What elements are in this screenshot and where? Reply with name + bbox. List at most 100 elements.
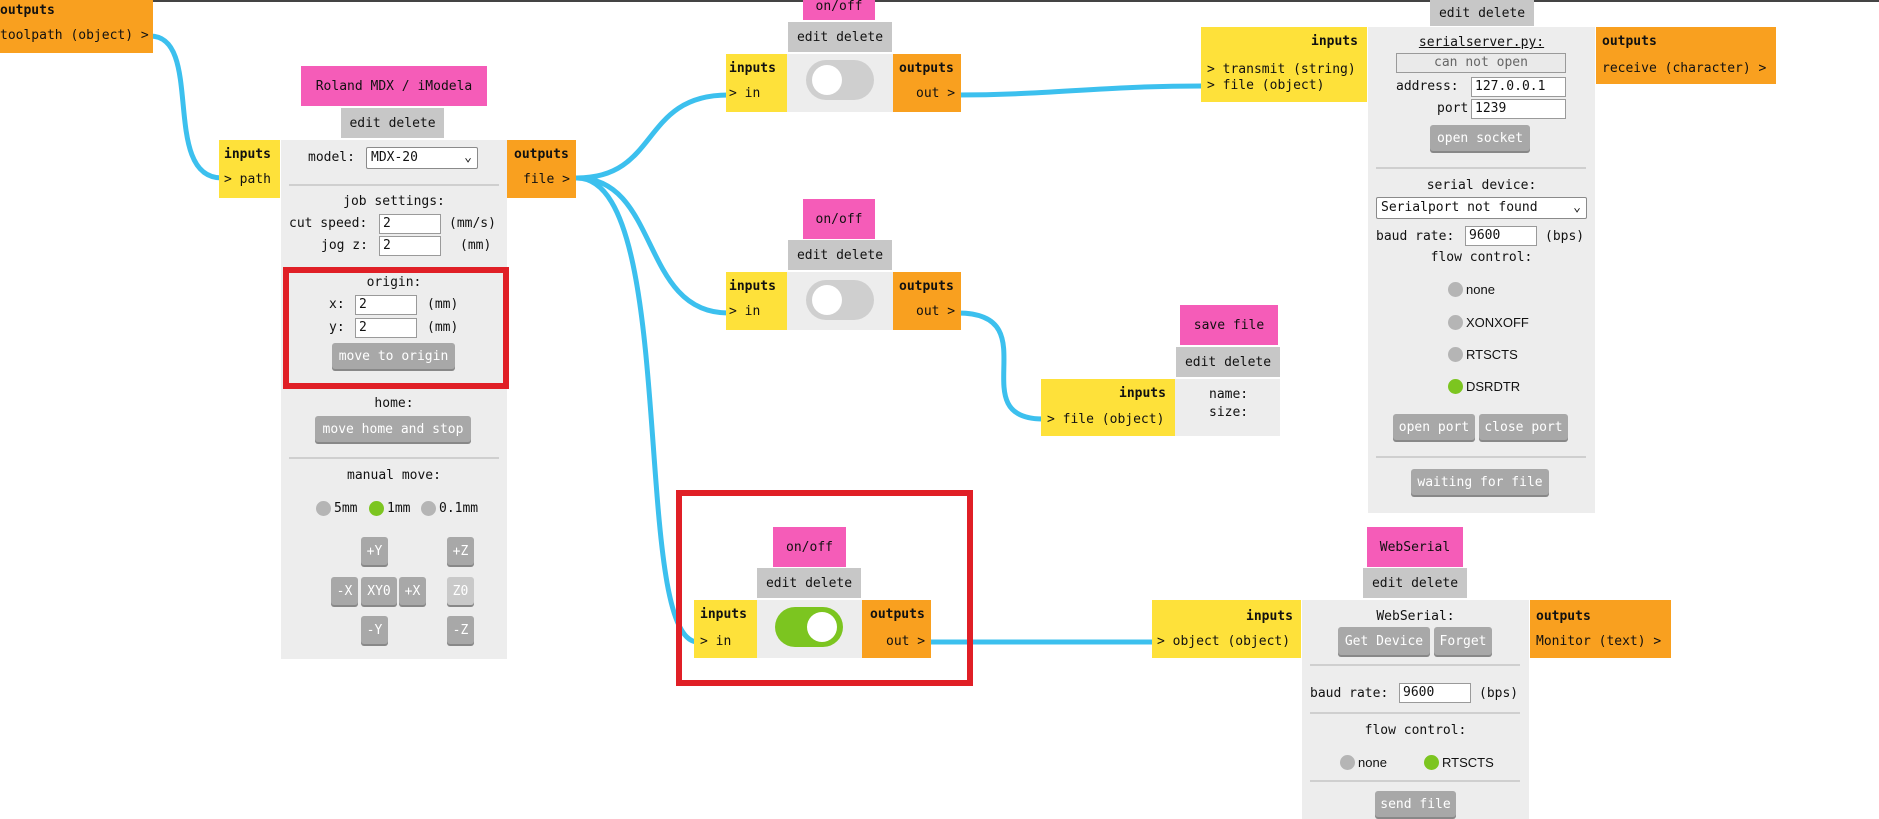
save-file-input-file[interactable]: > file (object) [1047, 412, 1165, 427]
step-01mm-radio[interactable] [421, 501, 436, 516]
baud-rate-input[interactable]: 9600 [1465, 226, 1537, 246]
serial-device-heading: serial device: [1426, 178, 1537, 193]
webserial-flow-none-radio[interactable] [1340, 755, 1355, 770]
port-input[interactable]: 1239 [1471, 99, 1566, 119]
toolpath-output-port[interactable]: toolpath (object) > [0, 28, 149, 43]
get-device-button[interactable]: Get Device [1338, 627, 1430, 655]
jog-z-unit: (mm) [460, 238, 492, 253]
roland-edit-delete[interactable]: edit delete [341, 108, 444, 138]
origin-heading: origin: [366, 275, 422, 290]
switch2-title[interactable]: on/off [803, 199, 875, 239]
serialserver-input-file[interactable]: > file (object) [1207, 78, 1325, 93]
serialserver-edit-delete[interactable]: edit delete [1430, 0, 1534, 26]
webserial-baud-label: baud rate: [1310, 686, 1389, 701]
webserial-title[interactable]: WebSerial [1367, 527, 1463, 567]
switch1-input-in[interactable]: > in [729, 86, 761, 101]
webserial-edit-delete[interactable]: edit delete [1363, 568, 1467, 598]
close-port-button[interactable]: close port [1479, 414, 1568, 440]
flow-xonxoff-radio[interactable] [1448, 315, 1463, 330]
inputs-heading: inputs [729, 279, 776, 294]
cut-speed-input[interactable]: 2 [379, 214, 441, 234]
move-home-and-stop-button[interactable]: move home and stop [315, 416, 471, 442]
toggle-knob [812, 65, 842, 95]
jog-minus-x-button[interactable]: -X [331, 577, 358, 605]
origin-highlight-box [283, 267, 509, 389]
move-to-origin-button[interactable]: move to origin [332, 343, 455, 369]
save-file-body: name: size: [1175, 379, 1280, 436]
jog-minus-y-button[interactable]: -Y [361, 616, 388, 644]
divider [289, 457, 499, 459]
switch2-body [787, 272, 893, 330]
origin-x-input[interactable]: 2 [355, 295, 417, 315]
outputs-heading: outputs [514, 147, 569, 162]
divider [1376, 456, 1586, 458]
jog-plus-x-button[interactable]: +X [399, 577, 426, 605]
jog-plus-z-button[interactable]: +Z [447, 537, 474, 565]
outputs-heading: outputs [899, 279, 954, 294]
model-select[interactable]: MDX-20 ⌄ [366, 147, 478, 169]
switch3-output-out[interactable]: out > [886, 634, 926, 649]
flow-none-radio[interactable] [1448, 282, 1463, 297]
origin-x-label: x: [329, 297, 345, 312]
divider [1376, 167, 1586, 169]
serialserver-input-transmit[interactable]: > transmit (string) [1207, 62, 1356, 77]
jog-minus-z-button[interactable]: -Z [447, 616, 474, 644]
switch1-inputs-panel: inputs > in [726, 54, 787, 112]
serial-device-select[interactable]: Serialport not found ⌄ [1376, 197, 1587, 219]
switch3-input-in[interactable]: > in [700, 634, 732, 649]
webserial-output-monitor[interactable]: Monitor (text) > [1536, 634, 1662, 649]
home-heading: home: [374, 396, 414, 411]
divider [1310, 780, 1520, 782]
roland-body: model: MDX-20 ⌄ job settings: cut speed:… [281, 140, 507, 659]
jog-z0-button[interactable]: Z0 [447, 577, 474, 605]
switch2-toggle[interactable] [806, 280, 874, 320]
address-input[interactable]: 127.0.0.1 [1471, 77, 1566, 97]
roland-title[interactable]: Roland MDX / iModela [301, 66, 487, 106]
serialserver-link[interactable]: serialserver.py: [1418, 35, 1545, 50]
webserial-input-object[interactable]: > object (object) [1157, 634, 1291, 649]
switch1-output-out[interactable]: out > [916, 86, 956, 101]
serialserver-status: can not open [1396, 53, 1566, 73]
save-file-inputs-panel: inputs > file (object) [1041, 379, 1175, 436]
switch2-edit-delete[interactable]: edit delete [788, 240, 892, 270]
switch3-title[interactable]: on/off [773, 527, 846, 567]
open-port-button[interactable]: open port [1393, 414, 1475, 440]
flow-none-label: none [1466, 282, 1495, 297]
switch1-toggle[interactable] [806, 60, 874, 100]
origin-y-input[interactable]: 2 [355, 318, 417, 338]
waiting-for-file-button[interactable]: waiting for file [1411, 469, 1549, 495]
step-1mm-radio[interactable] [369, 501, 384, 516]
inputs-heading: inputs [1311, 34, 1358, 49]
step-5mm-radio[interactable] [316, 501, 331, 516]
switch2-output-out[interactable]: out > [916, 304, 956, 319]
switch3-toggle[interactable] [775, 607, 843, 647]
divider [1310, 664, 1520, 666]
serialserver-output-receive[interactable]: receive (character) > [1602, 61, 1767, 76]
flow-dsrdtr-radio[interactable] [1448, 379, 1463, 394]
switch3-highlight-box [676, 490, 973, 686]
webserial-baud-input[interactable]: 9600 [1399, 683, 1471, 703]
origin-y-unit: (mm) [427, 320, 459, 335]
switch2-input-in[interactable]: > in [729, 304, 761, 319]
port-label: port: [1437, 101, 1477, 116]
webserial-heading: WebSerial: [1376, 609, 1455, 624]
save-file-edit-delete[interactable]: edit delete [1176, 347, 1280, 377]
roland-input-path[interactable]: > path [224, 172, 271, 187]
webserial-flow-rtscts-radio[interactable] [1424, 755, 1439, 770]
roland-output-file[interactable]: file > [523, 172, 570, 187]
switch3-edit-delete[interactable]: edit delete [757, 568, 861, 598]
jog-plus-y-button[interactable]: +Y [361, 537, 388, 565]
switch1-edit-delete[interactable]: edit delete [788, 22, 892, 52]
forget-button[interactable]: Forget [1434, 627, 1492, 655]
save-file-title[interactable]: save file [1180, 305, 1278, 345]
jog-z-input[interactable]: 2 [379, 236, 441, 256]
inputs-heading: inputs [700, 607, 747, 622]
flow-rtscts-radio[interactable] [1448, 347, 1463, 362]
send-file-button[interactable]: send file [1375, 791, 1456, 817]
baud-rate-unit: (bps) [1545, 229, 1585, 244]
step-5mm-label: 5mm [334, 501, 358, 516]
switch1-title[interactable]: on/off [803, 0, 875, 20]
open-socket-button[interactable]: open socket [1430, 125, 1530, 151]
jog-xy0-button[interactable]: XY0 [361, 577, 397, 605]
